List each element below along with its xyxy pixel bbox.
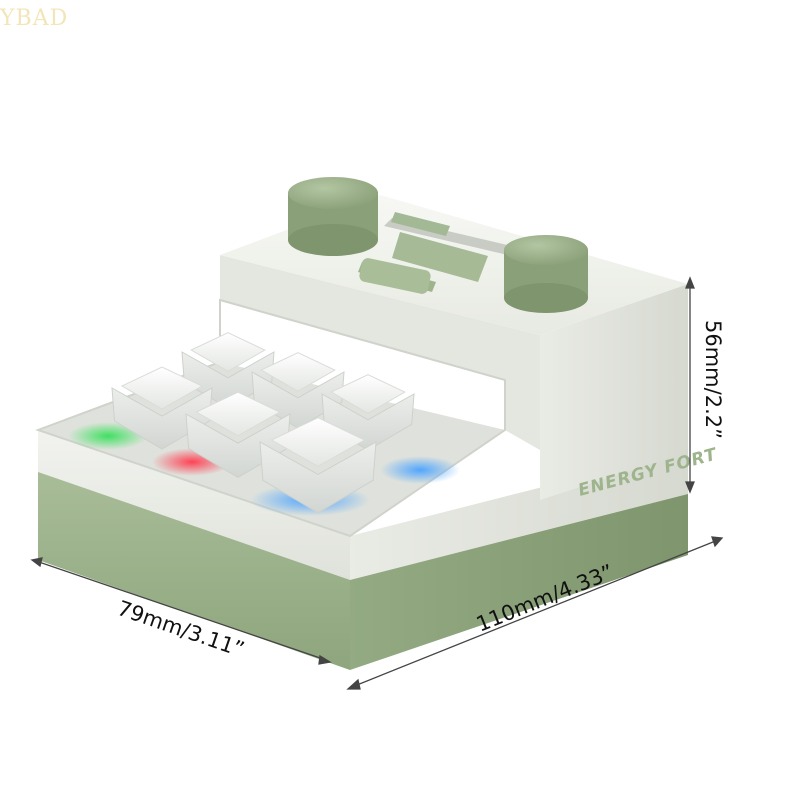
dimension-lines [30,276,724,690]
height-dimension-label: 56mm/2.2” [701,320,725,439]
watermark-text: YBAD [0,6,69,31]
knob-right [504,235,588,313]
keycaps [111,332,415,514]
knob-left [288,177,378,256]
slider-thumb [391,212,450,236]
top-controls [288,177,588,313]
keycap-front-right[interactable] [259,417,377,514]
green-base [38,470,688,670]
